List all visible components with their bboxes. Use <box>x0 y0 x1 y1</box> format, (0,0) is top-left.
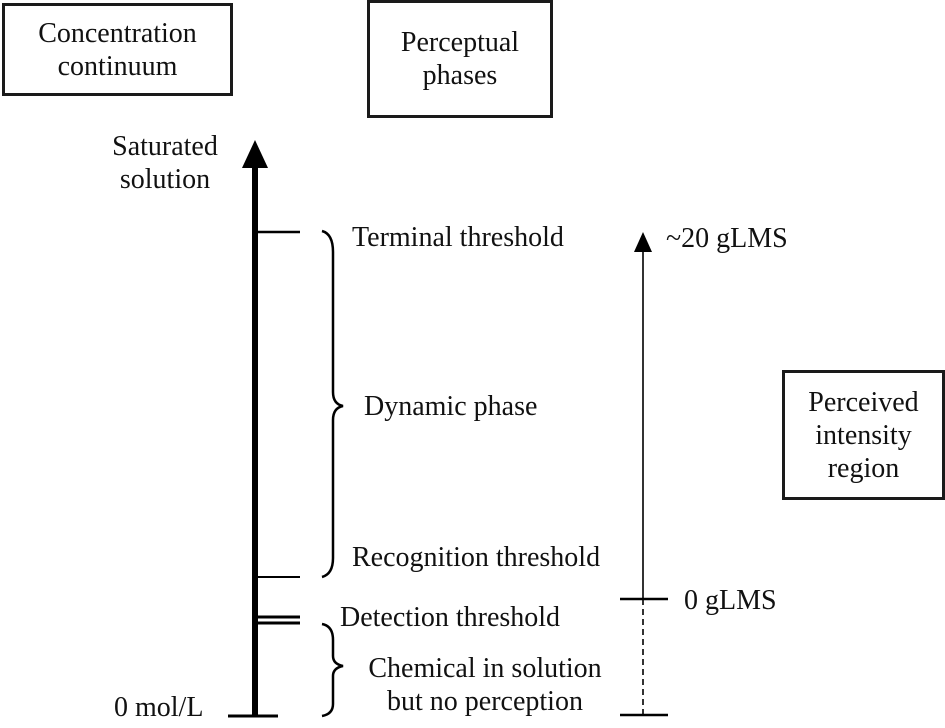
dynamic-phase-brace <box>321 229 344 579</box>
perceptual-phases-box: Perceptual phases <box>367 0 553 118</box>
concentration-axis-arrowhead <box>242 140 268 168</box>
dynamic-phase-label: Dynamic phase <box>364 391 538 422</box>
perceived-header-line1: Perceived <box>808 386 919 418</box>
subthreshold-brace <box>321 622 344 718</box>
saturated-solution-label: Saturated solution <box>100 130 230 196</box>
subthreshold-line2: but no perception <box>387 686 583 717</box>
detection-threshold-label: Detection threshold <box>340 602 561 633</box>
intensity-axis-arrowhead <box>634 232 652 252</box>
max-glms-label: ~20 gLMS <box>666 223 788 254</box>
subthreshold-label: Chemical in solution but no perception <box>340 652 630 718</box>
perceptual-header-line1: Perceptual <box>400 27 520 58</box>
concentration-header-line2: continuum <box>57 50 178 82</box>
perceived-intensity-box: Perceived intensity region <box>782 370 945 500</box>
perceptual-header-line2: phases <box>422 60 498 91</box>
recognition-threshold-label: Recognition threshold <box>352 542 601 573</box>
subthreshold-line1: Chemical in solution <box>368 653 602 684</box>
saturated-solution-line1: Saturated <box>112 131 218 162</box>
zero-glms-label: 0 gLMS <box>684 585 777 616</box>
perceived-header-line2: intensity <box>815 419 912 451</box>
concentration-continuum-box: Concentration continuum <box>2 3 233 96</box>
saturated-solution-line2: solution <box>119 164 211 195</box>
zero-mol-label: 0 mol/L <box>114 692 204 723</box>
terminal-threshold-label: Terminal threshold <box>352 222 564 253</box>
concentration-header-line1: Concentration <box>38 17 197 49</box>
perceived-header-line3: region <box>827 452 900 484</box>
